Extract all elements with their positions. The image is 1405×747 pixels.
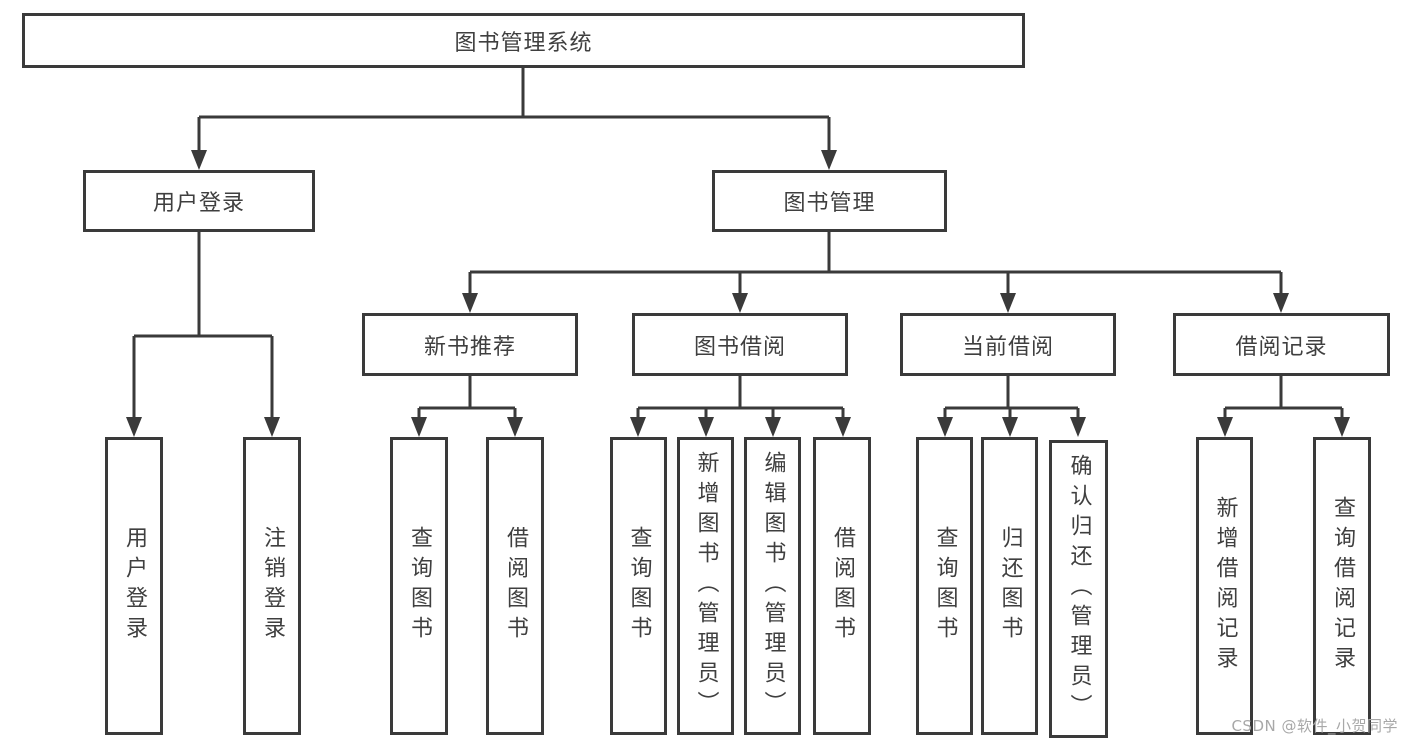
leaf-query-borrow-record-label: 查询借阅记录	[1330, 496, 1355, 676]
node-current-borrowing: 当前借阅	[900, 313, 1116, 376]
leaf-newbook-query-books-label: 查询图书	[407, 526, 432, 646]
node-book-borrowing-label: 图书借阅	[693, 334, 786, 360]
leaf-add-borrow-record: 新增借阅记录	[1196, 437, 1253, 735]
node-book-management-label: 图书管理	[783, 191, 876, 216]
leaf-add-books-admin: 新增图书（管理员）	[677, 437, 734, 735]
leaf-borrow-query-books-label: 查询图书	[626, 526, 652, 646]
node-book-borrowing: 图书借阅	[632, 313, 848, 376]
node-user-login: 用户登录	[83, 170, 315, 232]
leaf-borrow-borrow-books: 借阅图书	[813, 437, 871, 735]
node-user-login-label: 用户登录	[152, 191, 245, 216]
leaf-confirm-return-admin: 确认归还（管理员）	[1049, 440, 1108, 738]
node-library-management-system: 图书管理系统	[22, 13, 1025, 68]
leaf-borrow-borrow-books-label: 借阅图书	[830, 526, 855, 646]
leaf-edit-books-admin: 编辑图书（管理员）	[744, 437, 801, 735]
leaf-newbook-query-books: 查询图书	[390, 437, 448, 735]
leaf-edit-books-admin-label: 编辑图书（管理员）	[760, 451, 786, 721]
node-new-book-recommendation: 新书推荐	[362, 313, 578, 376]
node-current-borrowing-label: 当前借阅	[961, 334, 1054, 360]
node-library-management-system-label: 图书管理系统	[454, 30, 593, 56]
leaf-newbook-borrow-books-label: 借阅图书	[503, 526, 528, 646]
leaf-return-books: 归还图书	[981, 437, 1038, 735]
leaf-add-books-admin-label: 新增图书（管理员）	[693, 451, 719, 721]
leaf-confirm-return-admin-label: 确认归还（管理员）	[1066, 454, 1092, 724]
arrowheads	[126, 150, 1350, 437]
leaf-borrow-query-books: 查询图书	[610, 437, 667, 735]
leaf-add-borrow-record-label: 新增借阅记录	[1212, 496, 1238, 676]
leaf-logout: 注销登录	[243, 437, 301, 735]
node-borrowing-records: 借阅记录	[1173, 313, 1390, 376]
leaf-current-query-books-label: 查询图书	[932, 526, 958, 646]
leaf-return-books-label: 归还图书	[997, 526, 1023, 646]
leaf-current-query-books: 查询图书	[916, 437, 973, 735]
leaf-user-login-label: 用户登录	[122, 526, 147, 646]
watermark-text: CSDN @软件_小贺同学	[1231, 717, 1398, 735]
leaf-newbook-borrow-books: 借阅图书	[486, 437, 544, 735]
leaf-logout-label: 注销登录	[260, 526, 285, 646]
node-borrowing-records-label: 借阅记录	[1235, 334, 1328, 360]
leaf-query-borrow-record: 查询借阅记录	[1313, 437, 1371, 735]
node-book-management: 图书管理	[712, 170, 947, 232]
node-new-book-recommendation-label: 新书推荐	[423, 334, 516, 360]
leaf-user-login: 用户登录	[105, 437, 163, 735]
